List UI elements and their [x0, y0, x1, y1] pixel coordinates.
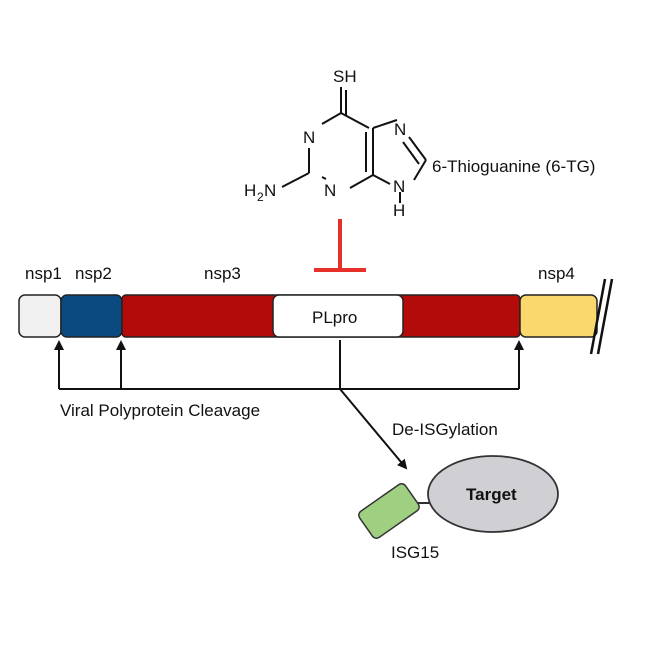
atom-h9: H — [393, 201, 405, 220]
inhibition-symbol — [314, 219, 366, 272]
segment-nsp4 — [519, 294, 598, 338]
target-label: Target — [466, 485, 517, 504]
polyprotein-bar — [18, 294, 598, 338]
atom-nh2-n: N — [264, 181, 276, 200]
atom-n9: N — [393, 177, 405, 196]
drug-name: 6-Thioguanine (6-TG) — [432, 157, 595, 176]
plpro-label: PLpro — [312, 308, 357, 327]
deisgylation-arrow — [339, 388, 408, 470]
target-protein — [427, 455, 559, 533]
isg15-label: ISG15 — [391, 543, 439, 562]
isg15-protein — [358, 483, 420, 539]
atom-n1: N — [303, 128, 315, 147]
atom-n7: N — [394, 120, 406, 139]
segment-nsp2 — [60, 294, 123, 338]
atom-sh: SH — [333, 67, 357, 86]
break-marks — [589, 278, 614, 355]
nsp1-label: nsp1 — [25, 264, 62, 283]
atom-n3: N — [324, 181, 336, 200]
nsp3-label: nsp3 — [204, 264, 241, 283]
nsp2-label: nsp2 — [75, 264, 112, 283]
nsp4-label: nsp4 — [538, 264, 575, 283]
atom-nh2-sub: 2 — [257, 190, 264, 204]
atom-nh2-h: H — [244, 181, 256, 200]
cleavage-label: Viral Polyprotein Cleavage — [60, 401, 260, 420]
cleavage-arrows — [54, 340, 524, 390]
segment-plpro — [272, 294, 404, 338]
deisgylation-label: De-ISGylation — [392, 420, 498, 439]
segment-nsp1 — [18, 294, 62, 338]
thioguanine-atoms: SH N N N N H H 2 N — [244, 67, 406, 220]
thioguanine-structure — [281, 87, 427, 203]
